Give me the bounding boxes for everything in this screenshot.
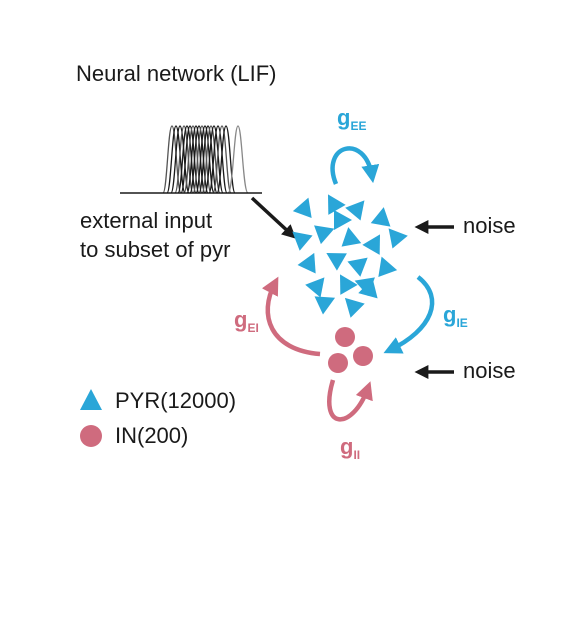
pyr-neuron [297,252,316,274]
pyr-neuron [388,228,408,249]
pyr-neuron [292,197,312,218]
input-waveform [212,125,232,194]
circle-icon [80,425,102,447]
in-neuron [353,346,373,366]
in-neuron [335,327,355,347]
pyr-neuron [341,227,362,247]
pyr-neuron [344,297,365,318]
gie-arrow [383,275,435,354]
pyr-neuron [292,231,313,251]
pyr-neuron [378,256,398,277]
pyr-neuron [328,194,346,215]
pyr-neuron [326,253,347,271]
pyr-neuron [347,257,368,277]
diagram-title: Neural network (LIF) [76,61,277,86]
external-input-arrow [250,196,297,239]
noise-label-in: noise [463,358,516,383]
input-waveform [166,125,186,194]
input-waveform [208,125,228,194]
gee-arrow [330,146,380,185]
pyr-neuron [334,210,352,230]
in-population [328,327,373,373]
input-waveform [170,125,190,194]
pyr-neuron [362,234,380,255]
gie-label: gIE [443,302,468,330]
pyr-neuron [345,200,365,221]
external-input-line2: to subset of pyr [80,237,230,262]
input-waveform [201,125,221,194]
legend-label-in: IN(200) [115,423,188,448]
external-input-line1: external input [80,208,212,233]
gii-arrow [327,379,373,422]
legend: PYR(12000) IN(200) [80,388,236,448]
gei-label: gEI [234,307,259,335]
noise-label-pyr: noise [463,213,516,238]
gii-label: gII [340,434,360,462]
pyr-population [292,194,408,318]
pyr-neuron [340,274,358,295]
pyr-neuron [314,296,336,315]
legend-label-pyr: PYR(12000) [115,388,236,413]
pyr-neuron [354,277,375,297]
pyr-neuron [370,207,391,227]
pyr-neuron [314,225,335,245]
input-waveform [198,125,218,194]
input-waveform [227,125,249,194]
triangle-icon [80,389,102,410]
gei-arrow [261,276,321,357]
input-waveforms [120,125,262,194]
in-neuron [328,353,348,373]
gee-label: gEE [337,105,366,133]
pyr-neuron [305,277,325,298]
input-waveform [195,125,215,194]
